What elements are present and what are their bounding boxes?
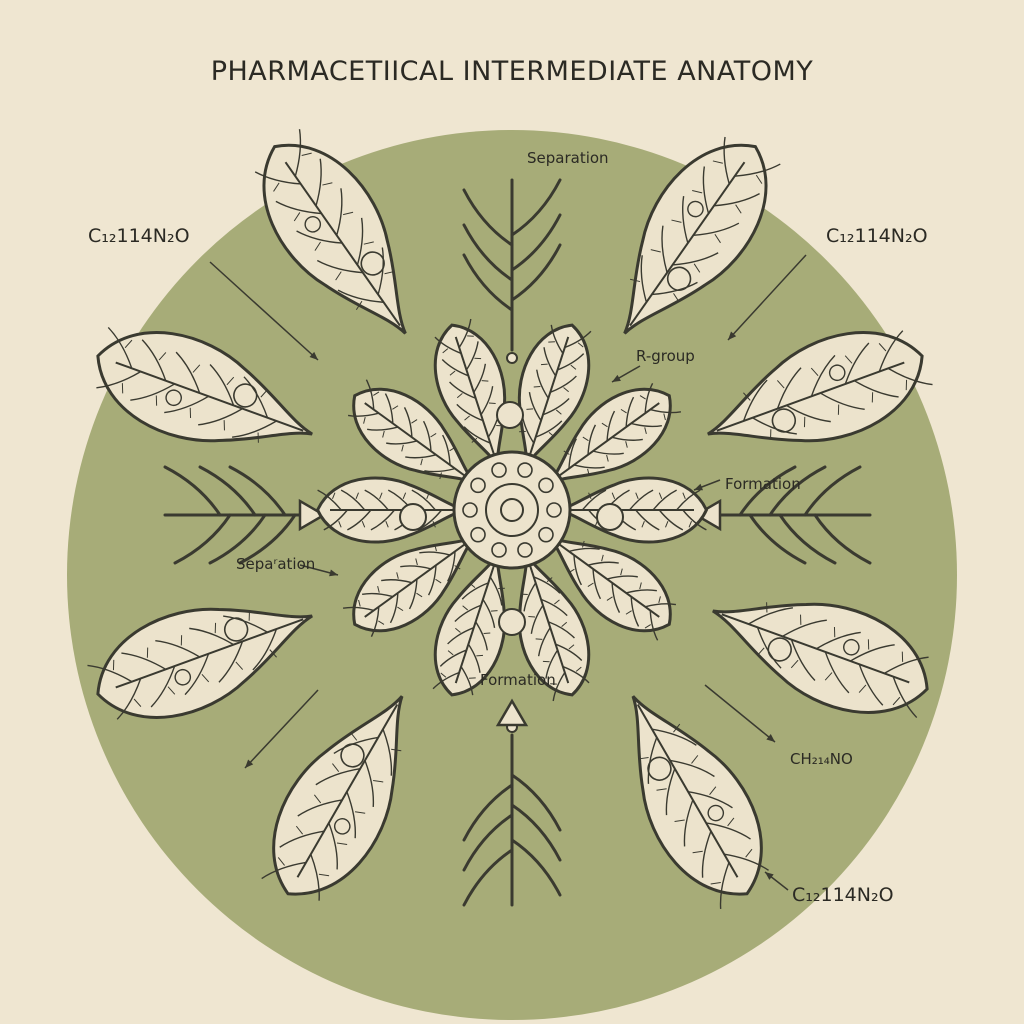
arrow-head bbox=[495, 698, 529, 727]
separation-label-left: Sepaʳation bbox=[236, 555, 316, 573]
pointer-arrows bbox=[209, 254, 807, 891]
pointer-head bbox=[766, 734, 775, 742]
diagram-title: PHARMACETIICAL INTERMEDIATE ANATOMY bbox=[210, 56, 814, 87]
molecule-ring bbox=[767, 637, 792, 662]
leaf-outline bbox=[272, 695, 404, 896]
hub-bead bbox=[538, 477, 554, 494]
molecule-ring bbox=[771, 408, 797, 433]
outer-leaf bbox=[87, 607, 313, 720]
hub-bead bbox=[517, 462, 533, 478]
outer-leaf bbox=[631, 695, 769, 909]
central-hub bbox=[399, 401, 624, 636]
molecule-ring bbox=[647, 756, 672, 781]
outer-leaves bbox=[87, 129, 933, 909]
formation-label-bottom: Formation bbox=[480, 671, 556, 689]
outer-leaf bbox=[96, 326, 313, 443]
pointer-head bbox=[728, 331, 737, 340]
inner-petal bbox=[432, 552, 507, 697]
arrow-head bbox=[693, 498, 722, 532]
inner-petal bbox=[315, 476, 467, 544]
molecule-ring bbox=[360, 251, 385, 276]
hub-bead bbox=[470, 526, 486, 543]
hub-bead bbox=[517, 542, 533, 558]
leaf-outline bbox=[623, 143, 768, 335]
formula-label-top-left: C₁₂114N₂O bbox=[88, 225, 190, 247]
inner-petal bbox=[342, 535, 477, 637]
hub-bead bbox=[491, 462, 507, 478]
outer-leaf bbox=[261, 695, 404, 901]
molecule-ring bbox=[223, 617, 249, 642]
separation-label-top: Separation bbox=[527, 149, 609, 167]
outer-leaf bbox=[712, 602, 929, 719]
molecule-ring bbox=[340, 743, 365, 768]
satellite-molecule bbox=[596, 503, 624, 531]
hub-bead bbox=[462, 502, 478, 518]
arrow-head bbox=[298, 498, 327, 532]
branch-top bbox=[462, 178, 562, 364]
hub-bead bbox=[546, 502, 562, 518]
molecule-ring bbox=[666, 266, 692, 291]
outer-leaf bbox=[254, 129, 407, 335]
leaf-outline bbox=[262, 143, 407, 335]
leaf-outline bbox=[631, 695, 763, 896]
pointer-head bbox=[245, 759, 254, 768]
outer-leaf bbox=[623, 136, 781, 335]
pointer-line bbox=[209, 261, 319, 361]
satellite-molecule bbox=[498, 608, 526, 636]
hub-outline bbox=[452, 450, 572, 570]
hub-bead bbox=[538, 526, 554, 543]
satellite-molecule bbox=[496, 401, 524, 429]
outer-leaf bbox=[707, 330, 933, 443]
hub-bead bbox=[470, 477, 486, 494]
formula-label-top-right: C₁₂114N₂O bbox=[826, 225, 928, 247]
inner-petal bbox=[433, 318, 507, 468]
pointer-head bbox=[765, 872, 774, 880]
satellite-molecule bbox=[399, 503, 427, 531]
molecule-ring bbox=[233, 383, 258, 408]
pointer-head bbox=[329, 569, 338, 577]
inner-petal bbox=[557, 476, 709, 544]
formula-label-bottom-right: C₁₂114N₂O bbox=[792, 884, 894, 906]
branch-bottom bbox=[462, 721, 562, 907]
r-group-label: R-group bbox=[636, 347, 695, 365]
pointer-head bbox=[309, 351, 318, 360]
pointer-head bbox=[694, 483, 703, 491]
pointer-head bbox=[612, 374, 621, 382]
pointer-line bbox=[704, 684, 776, 743]
pointer-line bbox=[727, 254, 807, 341]
formula-label-ch: CH₂₁₄NO bbox=[790, 750, 853, 768]
pointer-line bbox=[244, 689, 319, 769]
hub-bead bbox=[491, 542, 507, 558]
branches bbox=[163, 178, 872, 907]
formation-label-right: Formation bbox=[725, 475, 801, 493]
